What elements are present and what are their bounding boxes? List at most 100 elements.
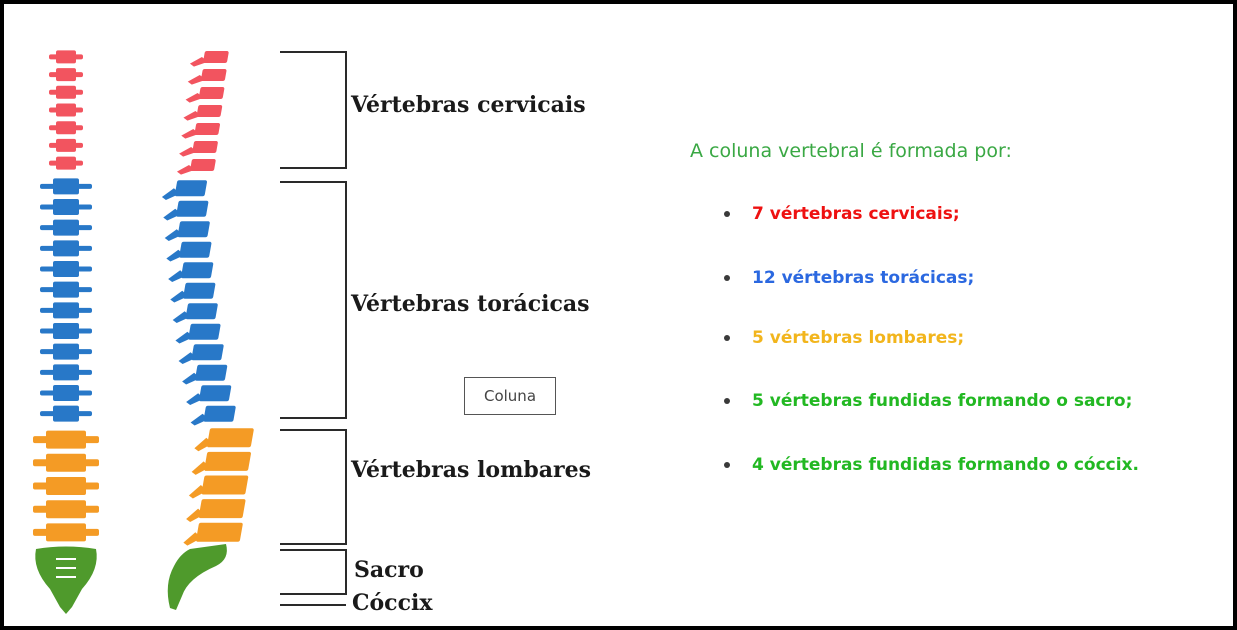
sacrum-foramen [56,576,76,578]
label-lumbar-vertebrae: Vértebras lombares [351,457,591,483]
sacrum-foramen [56,567,76,569]
spinous-process-cervical [189,57,208,67]
vertebra-side-thoracic [203,405,236,422]
facts-list: 7 vértebras cervicais; 12 vértebras torá… [724,4,1233,626]
bullet-icon [724,211,730,217]
fact-text: 4 vértebras fundidas formando o cóccix. [752,455,1140,475]
spinous-process-thoracic [186,393,205,406]
spinous-process-thoracic [172,311,191,324]
sacrum-side [167,544,227,610]
vertebra-lumbar [46,430,86,449]
vertebra-lumbar [46,523,86,542]
vertebra-side-thoracic [191,344,224,361]
vertebra-side-thoracic [179,241,212,258]
vertebra-side-lumbar [198,499,246,519]
spinous-process-thoracic [164,229,183,242]
vertebra-lumbar [46,477,86,495]
vertebra-thoracic [53,302,79,319]
vertebra-thoracic [53,281,79,298]
vertebra-lumbar [46,453,86,472]
bracket-lumbar [280,429,347,545]
coluna-button[interactable]: Coluna [464,377,556,415]
vertebra-thoracic [53,385,79,401]
vertebra-side-thoracic [185,303,218,320]
bracket-thoracic [280,181,347,419]
spinous-process-cervical [176,165,195,175]
fact-text: 5 vértebras fundidas formando o sacro; [752,391,1133,411]
region-brackets [280,51,347,606]
spinous-process-thoracic [166,249,185,262]
spinous-process-cervical [185,93,204,103]
bullet-icon [724,398,730,404]
vertebra-side-thoracic [199,385,232,402]
vertebra-side-thoracic [174,180,208,197]
vertebra-side-lumbar [204,451,251,471]
fact-text: 12 vértebras torácicas; [752,268,975,288]
fact-lumbar: 5 vértebras lombares; [724,328,964,348]
spinous-process-thoracic [190,413,209,426]
spinous-process-thoracic [182,372,201,385]
spinous-process-thoracic [175,331,194,344]
vertebra-thoracic [53,323,79,339]
spinous-process-thoracic [168,270,187,283]
fact-coccyx: 4 vértebras fundidas formando o cóccix. [724,455,1139,475]
vertebra-side-lumbar [201,475,249,495]
bullet-icon [724,275,730,281]
vertebra-thoracic [53,219,79,236]
spinous-process-lumbar [186,508,205,523]
vertebra-cervical [56,156,76,170]
sacrum-foramen [56,558,76,560]
spinous-process-cervical [181,129,200,139]
bullet-icon [724,462,730,468]
spinous-process-cervical [187,75,206,85]
spine-front-view [33,50,99,614]
vertebra-thoracic [53,240,79,257]
spinous-process-thoracic [178,352,197,365]
vertebra-side-lumbar [207,428,254,448]
vertebra-cervical [56,103,76,117]
bracket-cervical [280,51,347,169]
vertebra-side-cervical [198,87,225,99]
vertebra-cervical [56,85,76,99]
spinous-process-lumbar [188,485,207,499]
vertebra-thoracic [53,199,79,215]
vertebra-side-cervical [194,123,221,135]
fact-text: 7 vértebras cervicais; [752,204,960,224]
spinous-process-lumbar [191,461,210,475]
fact-thoracic: 12 vértebras torácicas; [724,268,974,288]
vertebra-side-lumbar [196,522,243,542]
bracket-sacrum [280,549,347,595]
vertebra-side-thoracic [188,323,221,340]
vertebra-side-cervical [196,105,223,117]
label-cervical-vertebrae: Vértebras cervicais [351,92,586,118]
label-thoracic-vertebrae: Vértebras torácicas [351,291,590,317]
fact-text: 5 vértebras lombares; [752,328,965,348]
vertebra-thoracic [53,405,79,422]
spinous-process-thoracic [170,290,189,303]
vertebra-side-cervical [190,159,216,171]
vertebra-thoracic [53,343,79,360]
vertebra-cervical [56,121,76,135]
spinous-process-cervical [179,147,198,157]
vertebra-cervical [56,138,76,152]
vertebra-side-cervical [203,51,229,63]
spinous-process-lumbar [194,437,213,452]
label-sacrum: Sacro [354,557,424,583]
spinous-process-lumbar [183,532,202,546]
vertebra-side-cervical [201,69,227,81]
fact-cervical: 7 vértebras cervicais; [724,204,960,224]
spine-side-view [161,51,254,610]
vertebra-side-thoracic [195,364,228,381]
vertebra-side-thoracic [181,262,214,279]
vertebra-lumbar [46,500,86,519]
vertebra-thoracic [53,178,79,195]
label-coccyx: Cóccix [352,590,433,616]
vertebra-thoracic [53,364,79,381]
fact-sacrum: 5 vértebras fundidas formando o sacro; [724,391,1132,411]
spinous-process-thoracic [163,208,182,221]
vertebra-side-thoracic [183,282,216,299]
vertebra-cervical [56,68,76,82]
spinous-process-thoracic [161,188,180,201]
spinous-process-cervical [183,111,202,121]
